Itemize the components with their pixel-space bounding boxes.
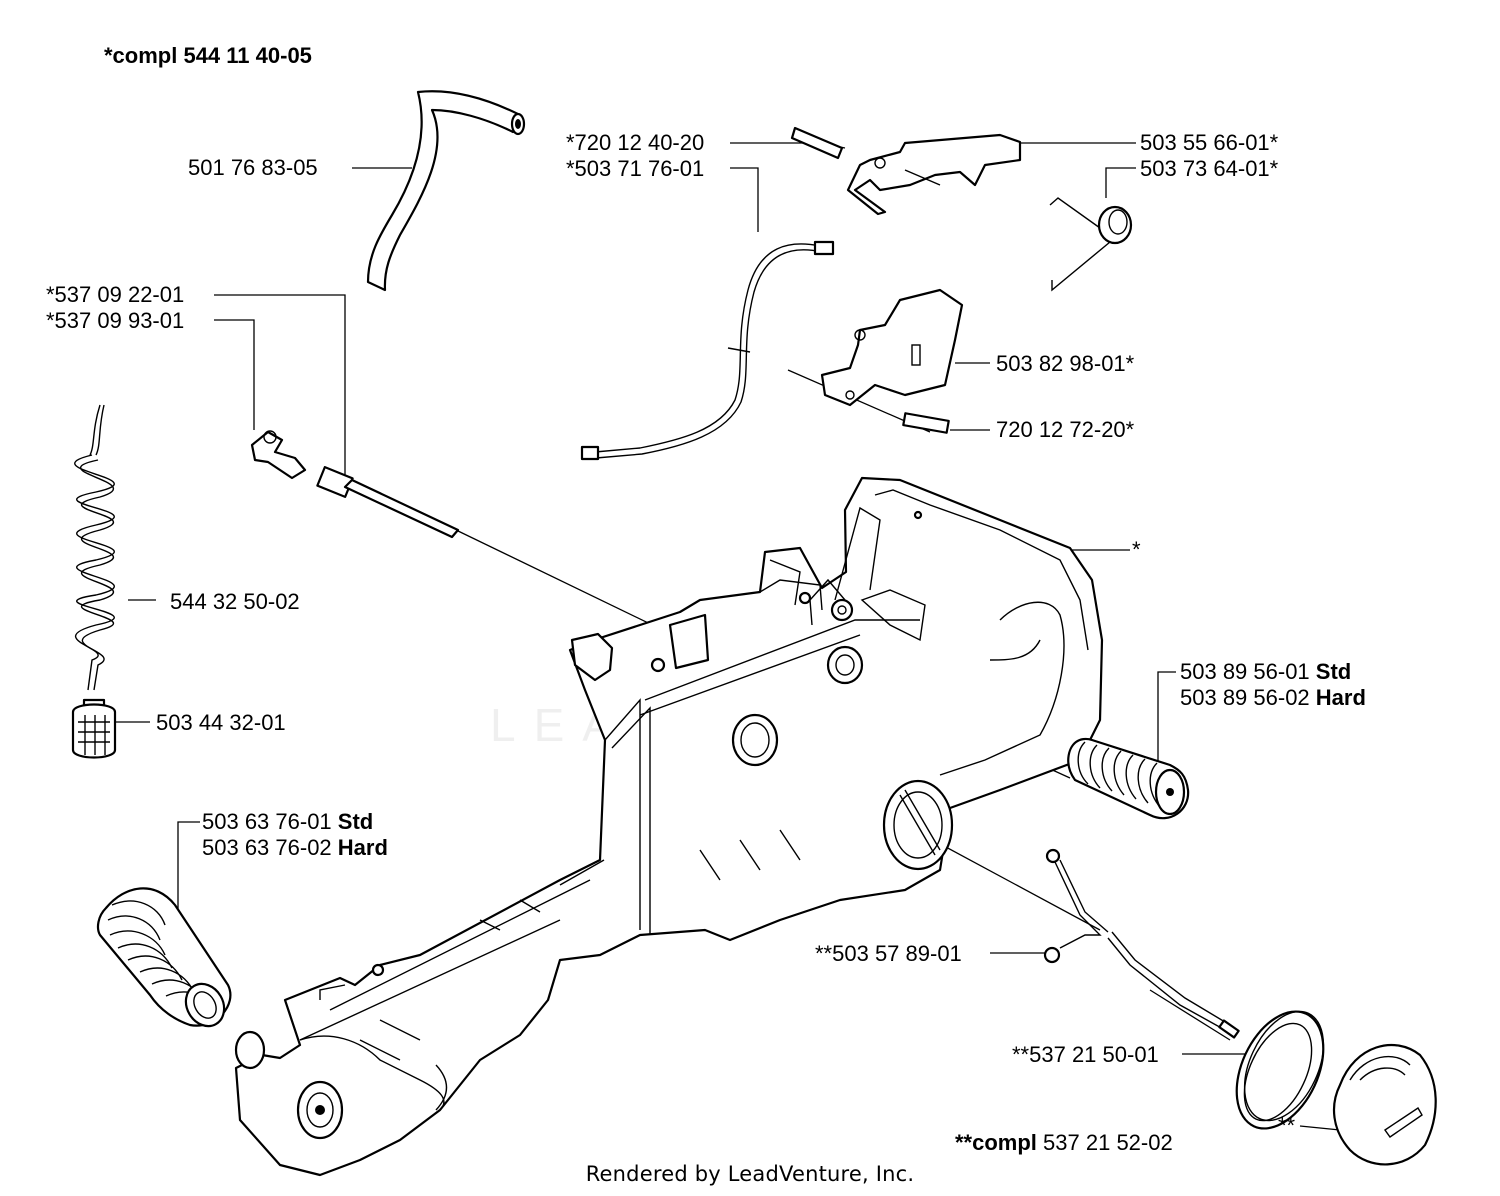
front-av-std-note: Std bbox=[337, 809, 374, 834]
rear-av-std-code: 503 89 56-01 bbox=[1180, 659, 1310, 684]
label-vent-hose: 501 76 83-05 bbox=[188, 155, 318, 180]
throttle-trigger bbox=[790, 126, 1022, 216]
fuel-tank-rear-handle bbox=[234, 476, 1104, 1177]
label-compl-cap: **compl 537 21 52-02 bbox=[955, 1131, 1173, 1155]
compl-cap-prefix: **compl bbox=[955, 1130, 1037, 1155]
label-fuel-filter: 503 44 32-01 bbox=[156, 710, 286, 735]
fuel-cap bbox=[1333, 1043, 1437, 1166]
label-front-av-std: 503 63 76-01 Std bbox=[202, 810, 373, 834]
front-av-spring bbox=[96, 887, 344, 1140]
label-nipple-b: *537 09 93-01 bbox=[46, 308, 185, 333]
front-av-hard-note: Hard bbox=[337, 835, 388, 860]
rear-av-std-note: Std bbox=[1315, 659, 1352, 684]
label-tank-star: * bbox=[1132, 537, 1141, 562]
vent-hose bbox=[366, 90, 526, 292]
label-fuel-hose: 544 32 50-02 bbox=[170, 589, 300, 614]
rear-av-hard-note: Hard bbox=[1315, 685, 1366, 710]
label-throttle-trigger: 503 55 66-01* bbox=[1140, 130, 1279, 155]
fuel-hose-coil bbox=[74, 404, 115, 691]
compl-cap-code: 537 21 52-02 bbox=[1043, 1130, 1173, 1155]
front-av-std-code: 503 63 76-01 bbox=[202, 809, 332, 834]
trigger-spring bbox=[1049, 197, 1133, 292]
label-throttle-cable: *503 71 76-01 bbox=[566, 156, 705, 181]
label-rear-av-hard: 503 89 56-02 Hard bbox=[1180, 686, 1366, 710]
label-throttle-lock: 503 82 98-01* bbox=[996, 351, 1135, 376]
label-filter-clip: **503 57 89-01 bbox=[815, 941, 962, 966]
front-av-hard-code: 503 63 76-02 bbox=[202, 835, 332, 860]
fuel-nipple bbox=[250, 430, 460, 539]
label-front-av-hard: 503 63 76-02 Hard bbox=[202, 836, 388, 860]
throttle-lock bbox=[820, 288, 964, 434]
fuel-filter bbox=[71, 698, 117, 759]
label-cap-star: ** bbox=[1278, 1113, 1296, 1138]
rear-av-spring bbox=[1067, 737, 1190, 820]
footer-credit: Rendered by LeadVenture, Inc. bbox=[585, 1162, 915, 1186]
label-pin-top: *720 12 40-20 bbox=[566, 130, 705, 155]
tank-seal bbox=[1235, 1010, 1325, 1130]
filter-clip bbox=[1043, 848, 1240, 1039]
label-trigger-spring: 503 73 64-01* bbox=[1140, 156, 1279, 181]
rear-av-hard-code: 503 89 56-02 bbox=[1180, 685, 1310, 710]
label-pin-lower: 720 12 72-20* bbox=[996, 417, 1135, 442]
label-tank-seal: **537 21 50-01 bbox=[1012, 1042, 1159, 1067]
assembly-title: *compl 544 11 40-05 bbox=[104, 43, 312, 68]
label-nipple-a: *537 09 22-01 bbox=[46, 282, 185, 307]
throttle-cable bbox=[580, 240, 835, 461]
label-rear-av-std: 503 89 56-01 Std bbox=[1180, 660, 1351, 684]
